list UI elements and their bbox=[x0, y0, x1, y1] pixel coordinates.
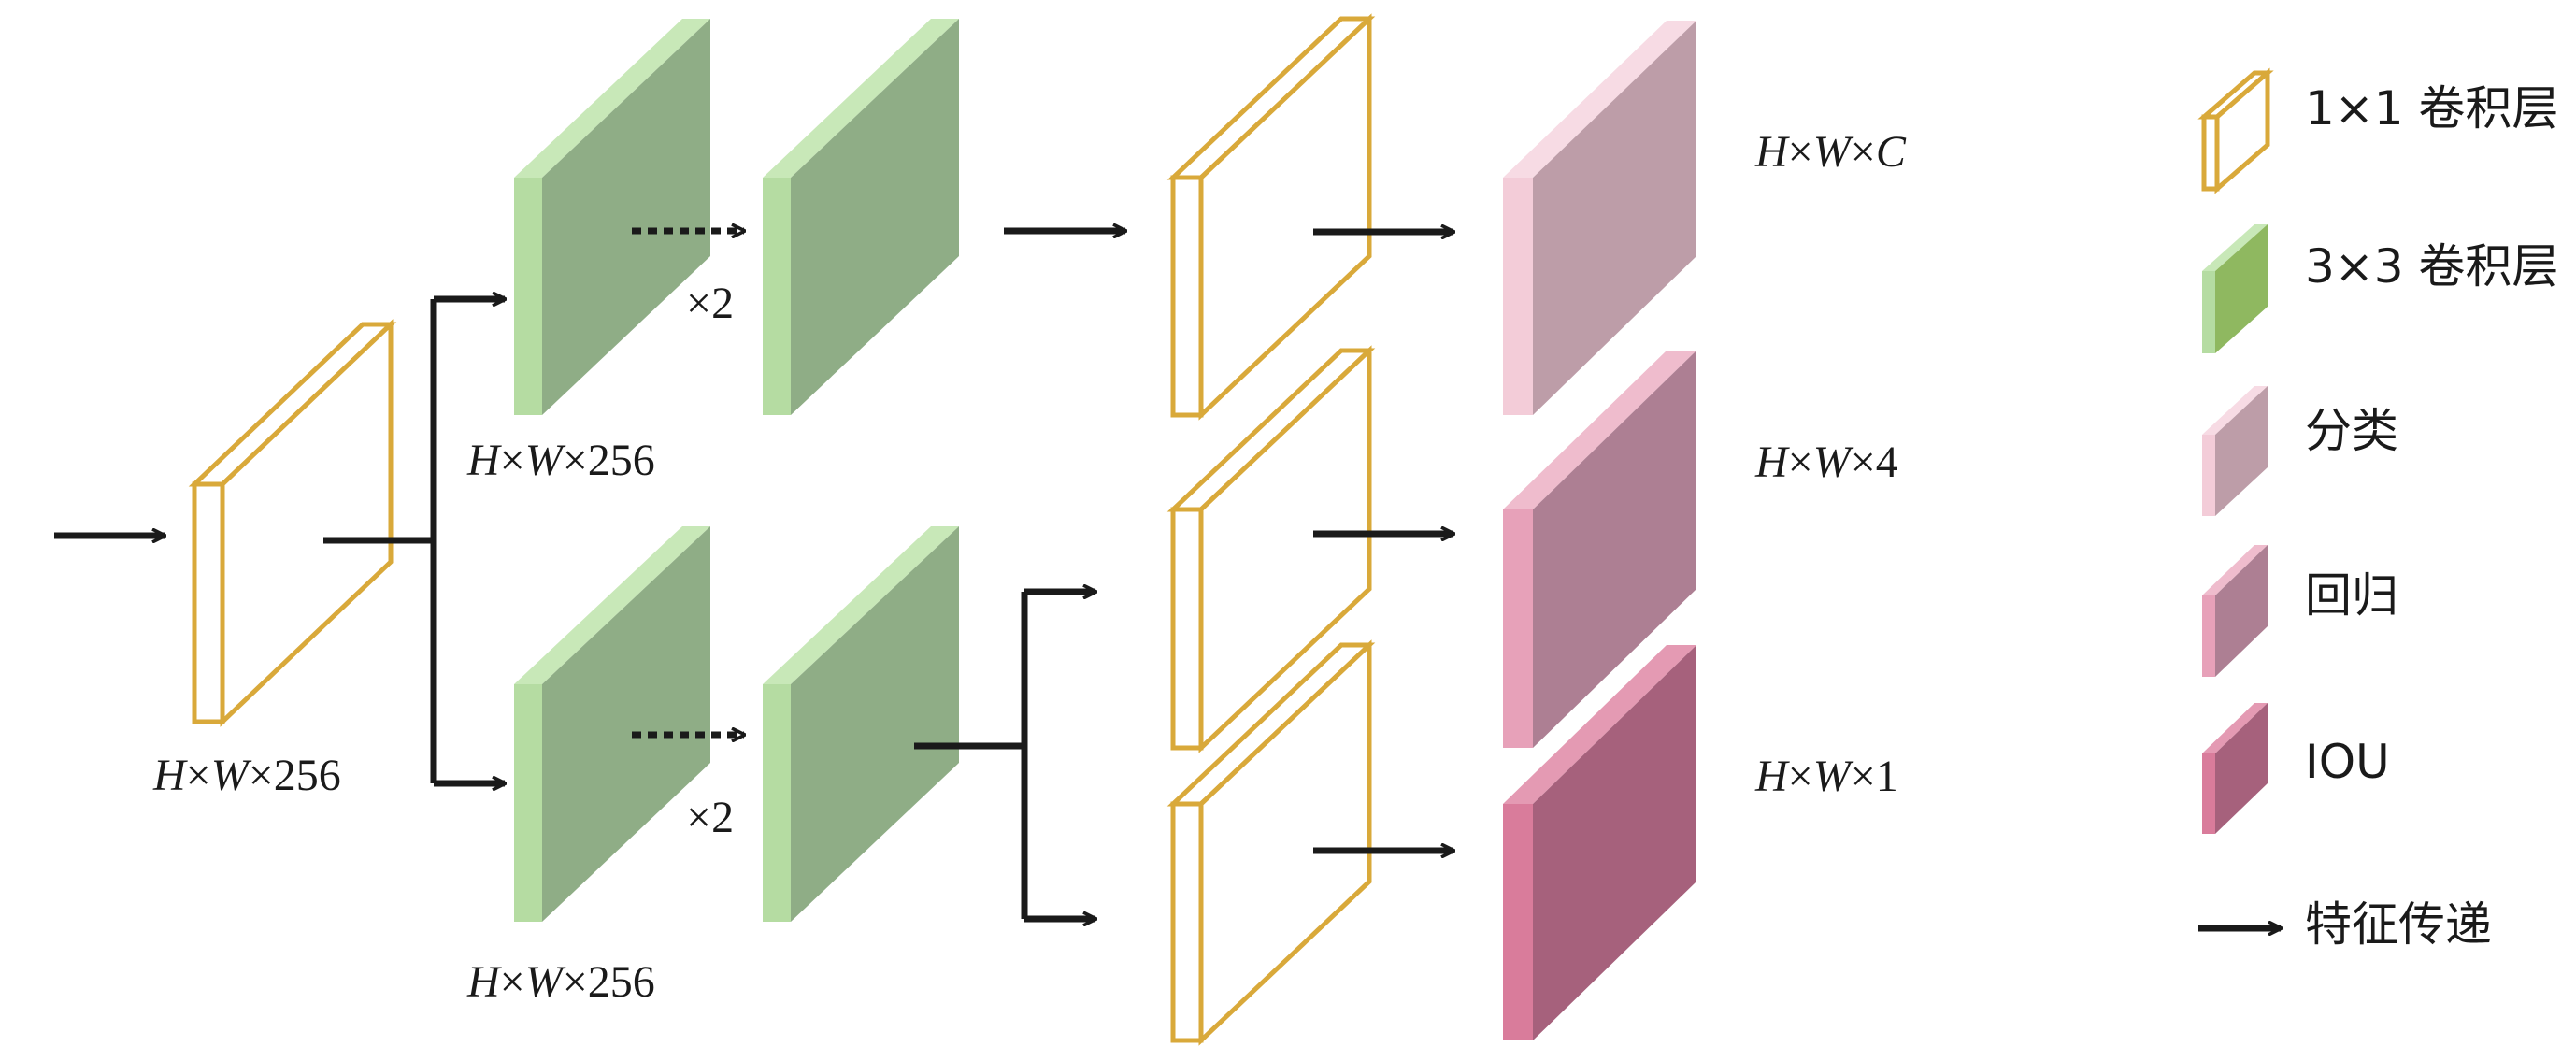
iou-output-dim-label: H×W×1 bbox=[1754, 752, 1898, 801]
output-block-iou bbox=[1503, 645, 1696, 1040]
cls-output-dim-label: H×W×C bbox=[1754, 127, 1907, 177]
cls-branch-dim-label: H×W×256 bbox=[466, 436, 655, 485]
repeat-label-cls: ×2 bbox=[686, 279, 734, 328]
legend-label-iou: IOU bbox=[2305, 735, 2390, 789]
legend-label-feature-flow: 特征传递 bbox=[2305, 897, 2492, 952]
legend-label-conv3x3: 3×3 卷积层 bbox=[2305, 239, 2558, 294]
output-block-regression bbox=[1503, 351, 1696, 748]
legend-swatch-regression bbox=[2202, 545, 2268, 677]
conv3x3-block-cls-2 bbox=[763, 19, 959, 415]
legend-swatch-iou bbox=[2202, 703, 2268, 834]
legend-label-regression: 回归 bbox=[2305, 568, 2398, 623]
conv1x1-block-reg bbox=[1166, 345, 1376, 753]
legend-swatch-conv1x1 bbox=[2197, 67, 2274, 194]
input-dim-label: H×W×256 bbox=[152, 751, 341, 800]
conv1x1-block-iou bbox=[1166, 639, 1376, 1046]
conv3x3-block-reg-2 bbox=[763, 526, 959, 922]
legend-label-conv1x1: 1×1 卷积层 bbox=[2305, 81, 2558, 136]
conv1x1-block-cls bbox=[1166, 13, 1376, 421]
legend-swatch-classification bbox=[2202, 386, 2268, 516]
conv3x3-block-cls-1 bbox=[514, 19, 710, 415]
legend: 1×1 卷积层 3×3 卷积层 分类 回归 IOU 特征传递 bbox=[2197, 67, 2558, 952]
conv3x3-block-reg-1 bbox=[514, 526, 710, 922]
legend-label-classification: 分类 bbox=[2305, 404, 2398, 458]
repeat-label-reg: ×2 bbox=[686, 793, 734, 842]
reg-output-dim-label: H×W×4 bbox=[1754, 437, 1898, 487]
reg-branch-dim-label: H×W×256 bbox=[466, 957, 655, 1007]
conv1x1-block-input bbox=[188, 319, 397, 727]
output-block-classification bbox=[1503, 21, 1696, 415]
legend-swatch-conv3x3 bbox=[2202, 224, 2268, 353]
